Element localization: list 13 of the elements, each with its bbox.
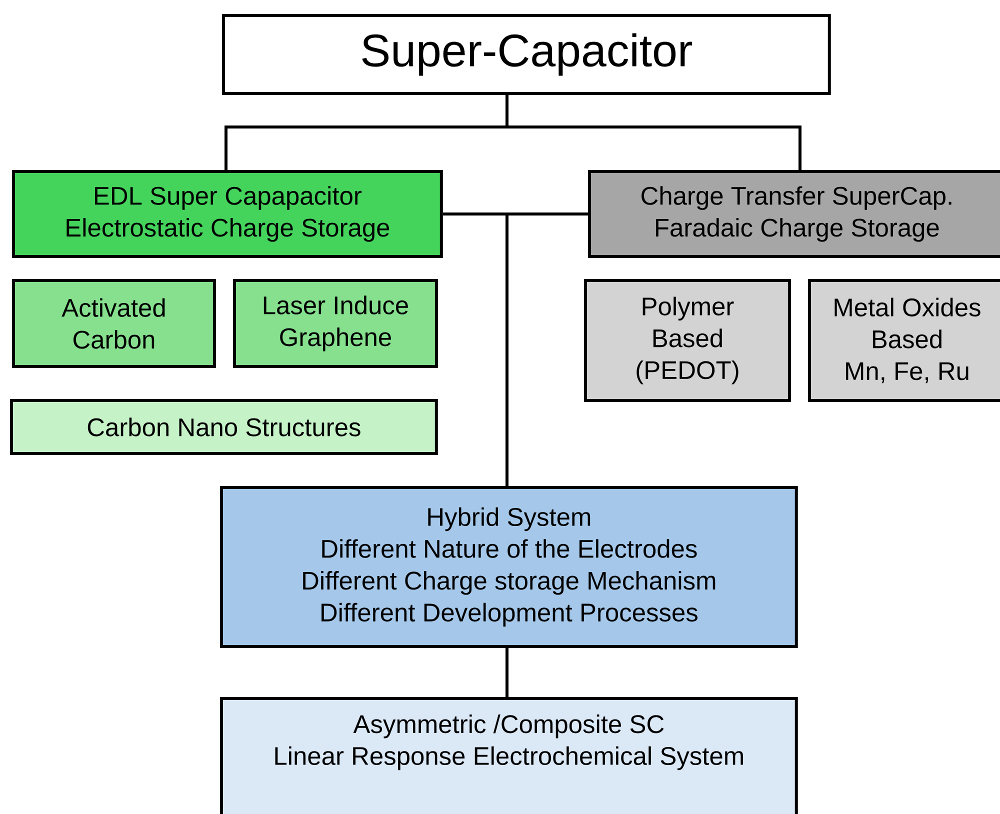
category-box: Charge Transfer SuperCap. Faradaic Charge Storage [588, 170, 1000, 258]
hybrid-box: Asymmetric /Composite SC Linear Response Electrochemical System [220, 697, 798, 814]
connector-line [506, 94, 802, 170]
material-box: Activated Carbon [12, 279, 216, 368]
hybrid-box: Hybrid System Different Nature of the Electrodes Different Charge storage Mechanism Different Development Processes [220, 486, 798, 648]
connector-line [506, 648, 508, 697]
material-box: Laser Induce Graphene [233, 279, 438, 368]
title-box: Super-Capacitor [222, 14, 831, 95]
material-box: Polymer Based (PEDOT) [584, 279, 791, 402]
category-box: EDL Super Capapacitor Electrostatic Charge Storage [12, 170, 443, 258]
connector-line [506, 212, 588, 486]
material-box: Metal Oxides Based Mn, Fe, Ru [808, 279, 1000, 402]
material-box: Carbon Nano Structures [10, 399, 438, 455]
